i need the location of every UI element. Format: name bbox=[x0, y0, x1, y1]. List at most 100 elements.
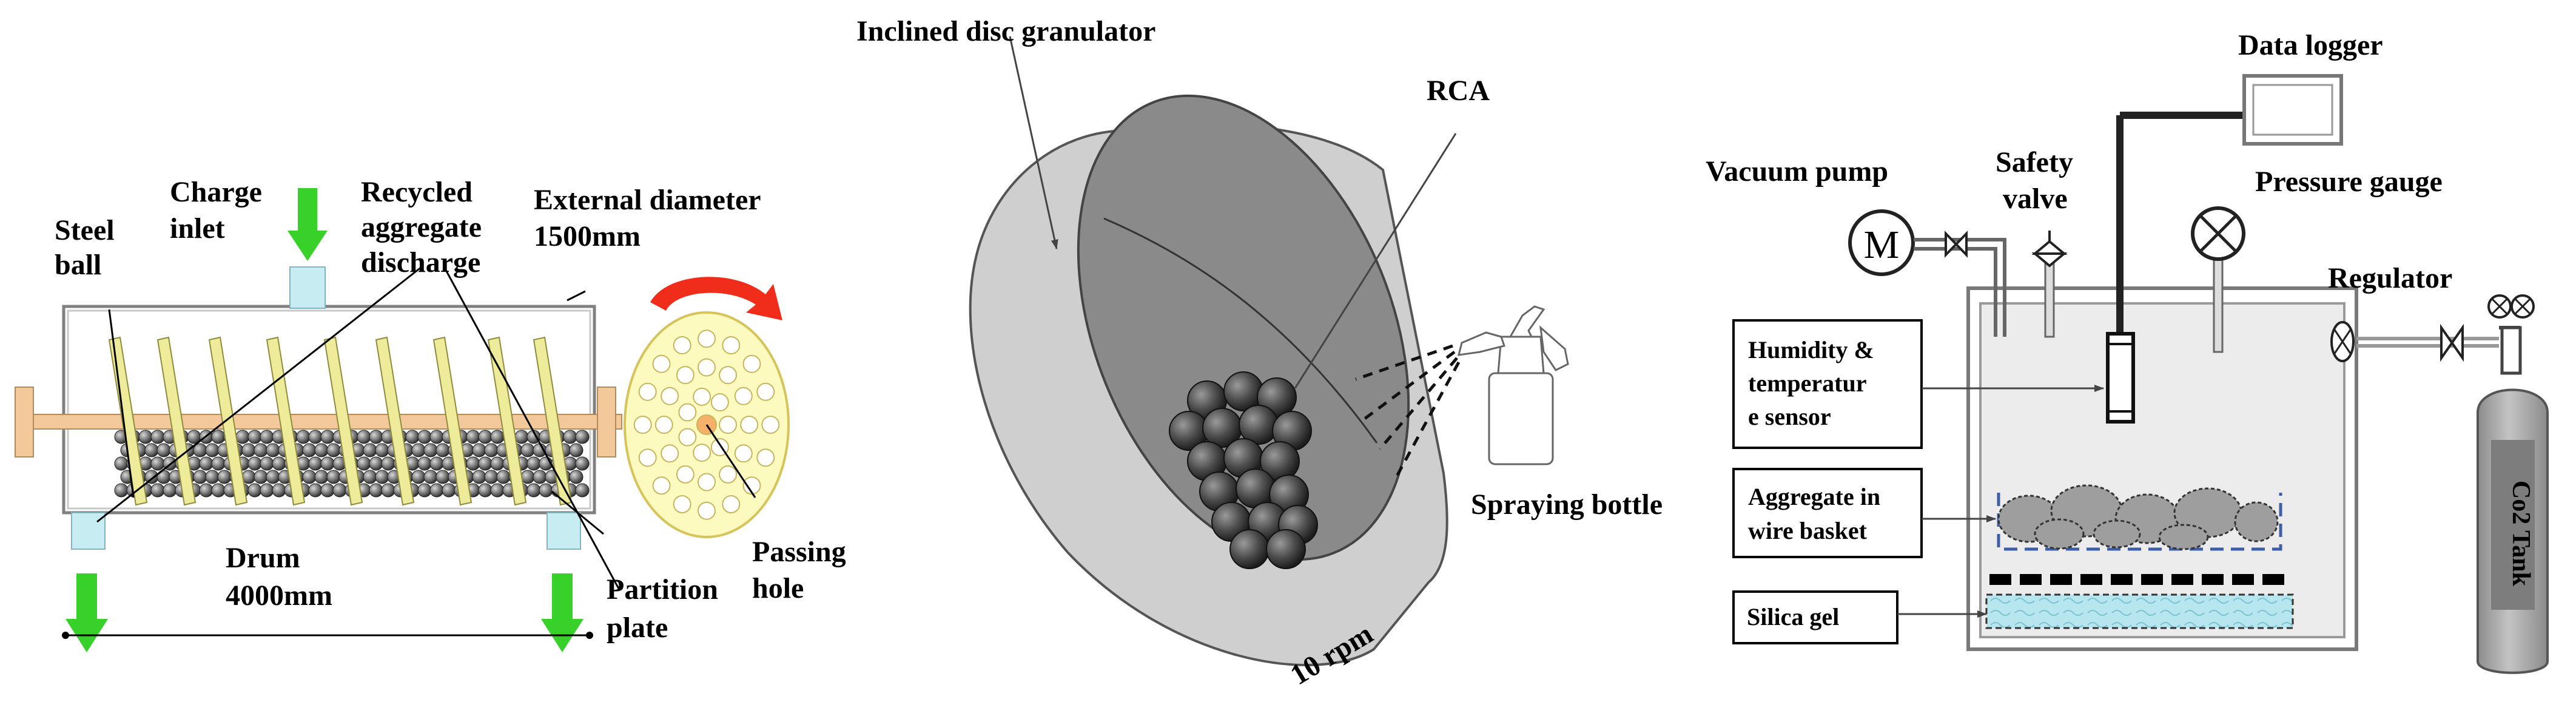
aggregate-ball bbox=[326, 470, 341, 484]
aggregate-piece bbox=[2034, 518, 2085, 550]
aggregate-ball bbox=[496, 470, 511, 484]
aggregate-ball bbox=[472, 443, 486, 458]
passing-hole bbox=[678, 428, 697, 447]
passing-hole bbox=[652, 476, 671, 495]
recycled-label-1: Recycled bbox=[361, 176, 472, 208]
discharge-arrow-right-icon bbox=[541, 573, 583, 652]
aggregate-ball bbox=[199, 456, 214, 471]
external-diameter-label-1: External diameter bbox=[534, 184, 761, 216]
aggregate-ball bbox=[526, 456, 541, 471]
aggregate-ball bbox=[575, 456, 590, 471]
aggregate-piece bbox=[2158, 524, 2209, 550]
aggregate-ball bbox=[308, 456, 323, 471]
aggregate-box bbox=[1732, 468, 1923, 558]
ball-mill-panel: Charge inlet Recycled aggregate discharg… bbox=[15, 176, 846, 652]
vacuum-pump-label: Vacuum pump bbox=[1706, 155, 1888, 187]
silica-gel-label: Silica gel bbox=[1747, 603, 1839, 630]
shaft-end-right bbox=[597, 387, 616, 458]
shaft-end-left bbox=[15, 387, 34, 458]
aggregate-ball bbox=[423, 443, 438, 458]
passing-hole-label-1: Passing bbox=[752, 536, 846, 568]
passing-hole bbox=[633, 416, 652, 434]
passing-hole bbox=[638, 448, 657, 467]
partition-plate bbox=[266, 336, 306, 506]
passing-hole bbox=[761, 416, 780, 434]
aggregate-ball bbox=[405, 430, 420, 444]
aggregate-ball bbox=[357, 430, 371, 444]
rotation-arrow-icon bbox=[650, 277, 782, 320]
passing-hole bbox=[698, 358, 716, 377]
passing-hole bbox=[654, 416, 673, 434]
discharge-outlet-left bbox=[71, 512, 106, 550]
aggregate-ball bbox=[526, 483, 541, 498]
drum-label-2: 4000mm bbox=[226, 579, 332, 612]
aggregate-ball bbox=[272, 456, 286, 471]
passing-hole bbox=[722, 336, 741, 355]
aggregate-ball bbox=[199, 483, 214, 498]
passing-hole bbox=[698, 329, 716, 348]
partition-plate bbox=[156, 336, 197, 506]
aggregate-ball bbox=[575, 483, 590, 498]
aggregate-ball bbox=[260, 430, 274, 444]
aggregate-ball bbox=[417, 483, 432, 498]
aggregate-ball bbox=[302, 470, 317, 484]
aggregate-ball bbox=[150, 456, 165, 471]
aggregate-ball bbox=[144, 443, 159, 458]
aggregate-ball bbox=[247, 430, 262, 444]
aggregate-ball bbox=[357, 456, 371, 471]
passing-hole bbox=[719, 416, 738, 434]
aggregate-ball bbox=[308, 483, 323, 498]
aggregate-piece bbox=[2234, 501, 2279, 542]
aggregate-ball bbox=[308, 430, 323, 444]
aggregate-ball bbox=[490, 430, 505, 444]
aggregate-ball bbox=[417, 430, 432, 444]
aggregate-ball bbox=[435, 443, 450, 458]
humidity-sensor-box bbox=[1732, 319, 1923, 449]
carbonation-panel: M bbox=[1706, 29, 2549, 674]
passing-hole bbox=[719, 366, 738, 385]
aggregate-ball bbox=[150, 430, 165, 444]
aggregate-ball bbox=[478, 483, 493, 498]
aggregate-ball bbox=[266, 470, 280, 484]
aggregate-ball bbox=[381, 483, 395, 498]
passing-hole bbox=[734, 444, 753, 463]
aggregate-ball bbox=[417, 456, 432, 471]
aggregate-ball bbox=[411, 470, 426, 484]
aggregate-ball bbox=[411, 443, 426, 458]
aggregate-ball bbox=[423, 470, 438, 484]
aggregate-ball bbox=[163, 483, 177, 498]
tank-valve-icon bbox=[2440, 323, 2464, 362]
rca-pellets bbox=[1169, 371, 1318, 569]
aggregate-ball bbox=[193, 470, 207, 484]
aggregate-ball bbox=[478, 456, 493, 471]
aggregate-ball bbox=[205, 443, 220, 458]
partition-plate bbox=[208, 336, 248, 506]
granulator-title-label: Inclined disc granulator bbox=[856, 15, 1155, 47]
vacuum-valve-icon bbox=[1945, 231, 1968, 258]
svg-text:M: M bbox=[1864, 223, 1900, 267]
aggregate-ball bbox=[138, 430, 153, 444]
regulator-icon bbox=[2330, 321, 2355, 362]
passing-hole bbox=[698, 473, 716, 491]
humidity-sensor bbox=[2106, 332, 2135, 424]
aggregate-ball bbox=[520, 443, 535, 458]
chamber-inner bbox=[1979, 302, 2346, 638]
passing-hole bbox=[673, 495, 691, 513]
aggregate-ball bbox=[326, 443, 341, 458]
passing-hole bbox=[756, 448, 775, 467]
passing-hole bbox=[698, 501, 716, 520]
co2-tank-label-panel bbox=[2491, 440, 2535, 610]
aggregate-ball bbox=[296, 430, 311, 444]
aggregate-ball bbox=[211, 430, 226, 444]
partition-plate bbox=[487, 336, 527, 506]
aggregate-ball bbox=[241, 443, 256, 458]
vacuum-pump-icon bbox=[1848, 209, 1915, 276]
aggregate-ball bbox=[320, 430, 335, 444]
aggregate-ball bbox=[320, 483, 335, 498]
drum-label-1: Drum bbox=[226, 542, 300, 574]
aggregate-ball bbox=[254, 443, 268, 458]
rca-pellet bbox=[1266, 529, 1306, 569]
passing-hole-label-2: hole bbox=[752, 572, 804, 604]
safety-valve-label-2: valve bbox=[2003, 183, 2068, 215]
aggregate-ball bbox=[332, 483, 347, 498]
